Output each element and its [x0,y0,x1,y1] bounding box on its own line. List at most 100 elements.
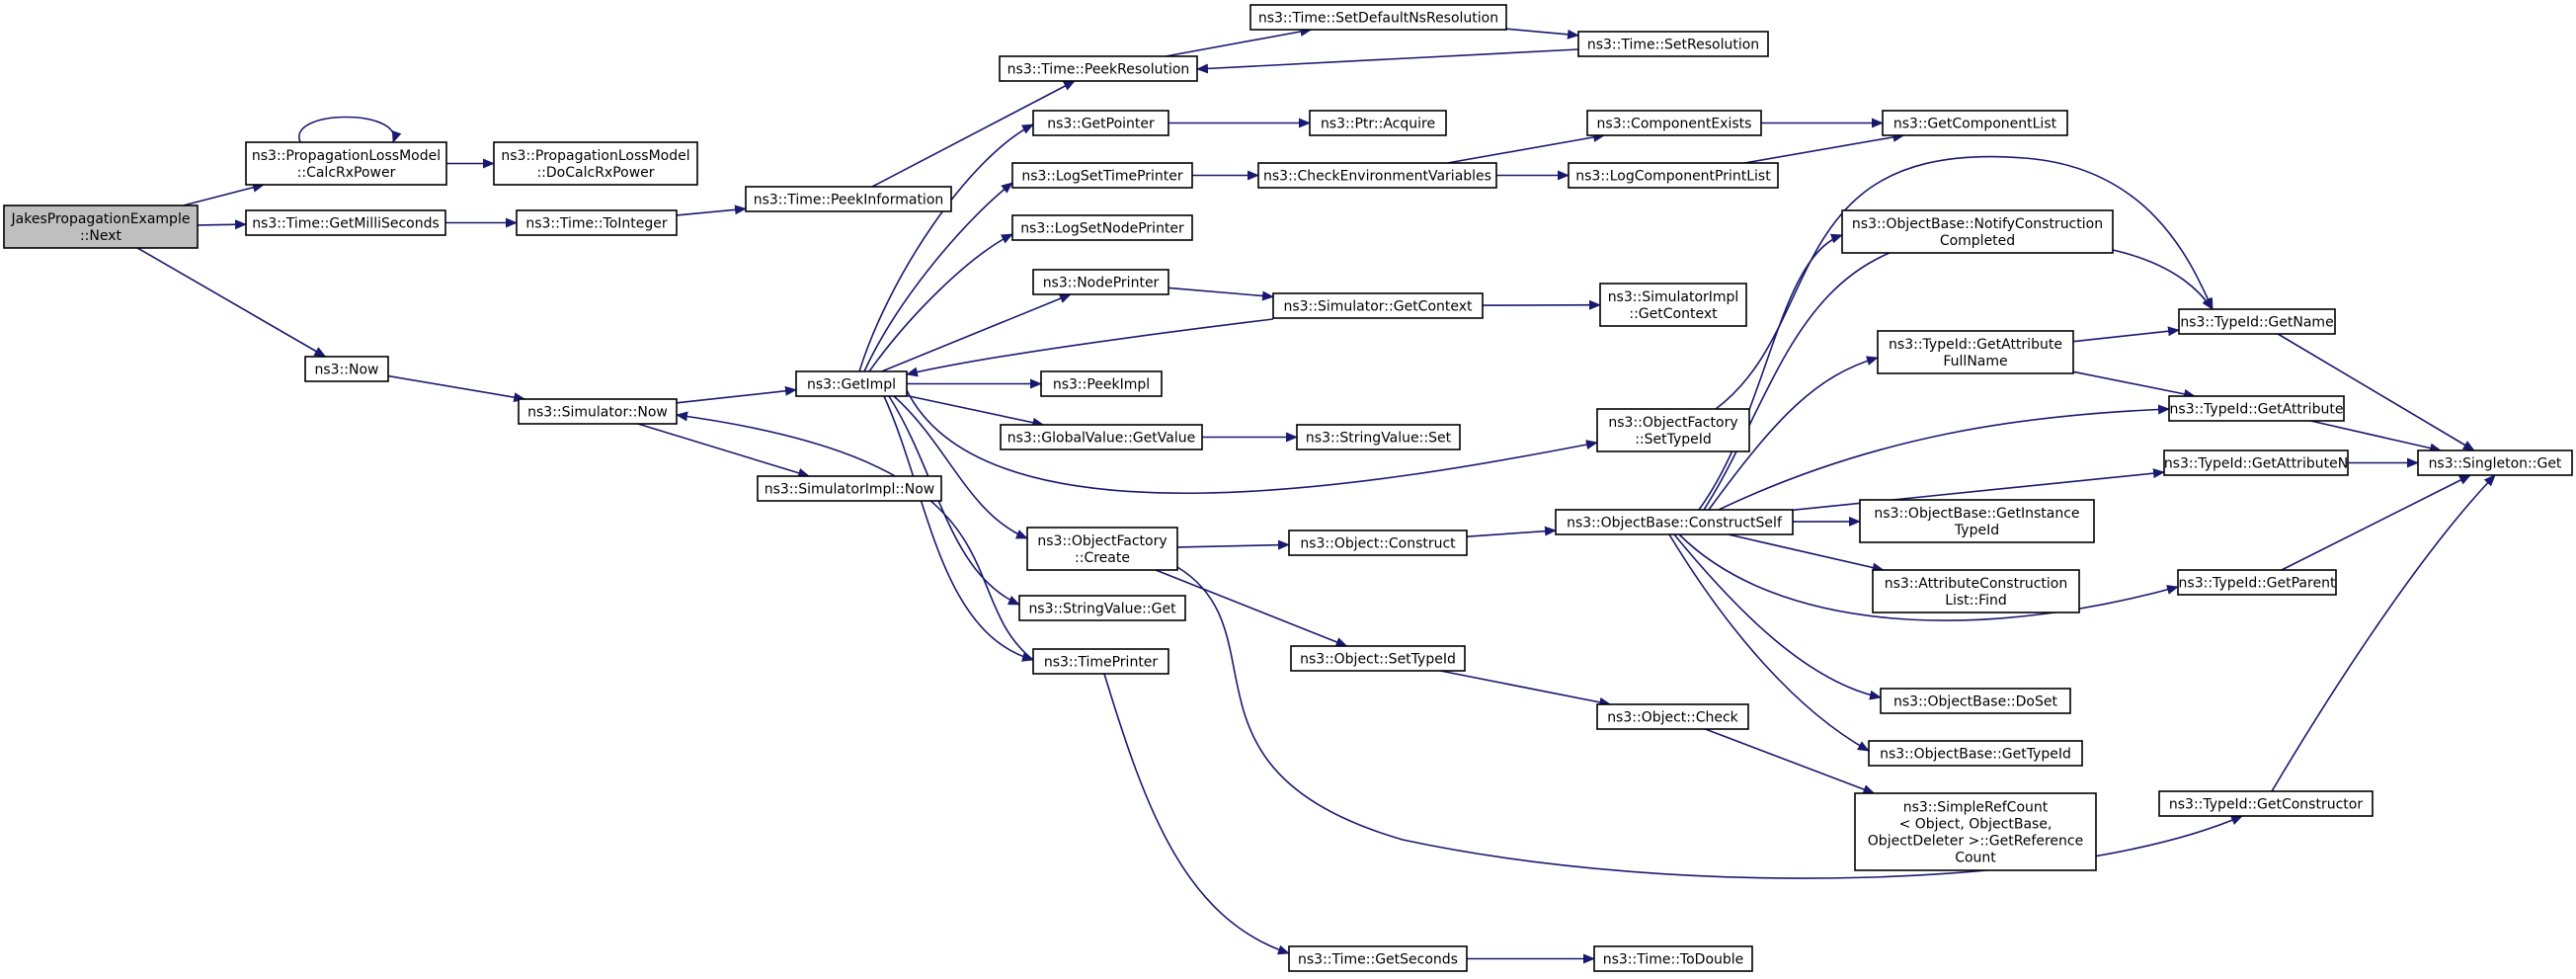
edge-n30-n47 [1668,533,1870,752]
graph-node-n11[interactable]: ns3::GetImpl [795,370,908,397]
edge-n30-n38 [1708,356,1879,511]
graph-node-n47[interactable]: ns3::ObjectBase::GetTypeId [1868,740,2083,767]
graph-node-n34[interactable]: ns3::Object::Check [1596,703,1749,730]
node-box [2158,790,2374,817]
graph-node-n9[interactable]: ns3::Now [304,356,389,382]
graph-node-n1[interactable]: ns3::PropagationLossModel::CalcRxPower [245,141,447,186]
node-label: ns3::Singleton::Get [2429,456,2562,472]
node-box [518,398,678,425]
graph-node-n7[interactable]: ns3::Time::SetDefaultNsResolution [1249,4,1507,31]
graph-node-n14[interactable]: ns3::LogSetTimePrinter [1011,162,1193,189]
graph-node-n33[interactable]: ns3::Object::SetTypeId [1290,645,1466,672]
graph-node-n37[interactable]: ns3::ObjectBase::NotifyConstructionCompl… [1841,209,2114,254]
node-box [1249,4,1507,31]
edge-n49-n42 [2271,474,2496,792]
graph-node-n24[interactable]: ns3::GlobalValue::GetValue [1000,424,1203,450]
node-label: ns3::TypeId::GetConstructor [2169,797,2363,813]
node-box [1032,110,1169,136]
graph-node-n27[interactable]: ns3::ObjectFactory::SetTypeId [1596,408,1750,452]
graph-node-n48[interactable]: ns3::SimpleRefCount< Object, ObjectBase,… [1854,792,2097,871]
graph-node-n19[interactable]: ns3::LogSetNodePrinter [1011,214,1193,241]
node-box [245,209,446,236]
node-label: JakesPropagationExample [11,211,191,227]
graph-node-n31[interactable]: ns3::StringValue::Get [1018,595,1186,621]
graph-node-n35[interactable]: ns3::Time::GetSeconds [1288,945,1468,972]
node-label: ns3::Time::PeekResolution [1007,62,1190,78]
node-label: ns3::Time::GetMilliSeconds [252,216,440,232]
graph-node-n17[interactable]: ns3::GetComponentList [1882,110,2068,136]
graph-node-n39[interactable]: ns3::TypeId::GetName [2178,308,2336,335]
graph-node-n46[interactable]: ns3::ObjectBase::DoSet [1880,688,2071,714]
node-label: ns3::NodePrinter [1043,276,1160,291]
node-label: ns3::ComponentExists [1597,117,1752,132]
graph-node-n29[interactable]: ns3::Object::Construct [1288,530,1468,556]
graph-node-n41[interactable]: ns3::TypeId::GetAttributeN [2163,449,2349,476]
edge-n32-n35 [1103,673,1290,955]
node-label: FullName [1943,354,2007,369]
graph-node-n20[interactable]: ns3::NodePrinter [1032,269,1169,295]
graph-node-n3[interactable]: ns3::Time::GetMilliSeconds [245,209,446,236]
graph-node-n12[interactable]: ns3::GetPointer [1032,110,1169,136]
graph-node-n8[interactable]: ns3::Time::SetResolution [1577,31,1769,57]
node-label: ns3::PeekImpl [1053,377,1150,393]
node-label: ns3::Time::SetDefaultNsResolution [1258,11,1498,27]
graph-node-n10[interactable]: ns3::Simulator::Now [518,398,678,425]
graph-node-n25[interactable]: ns3::StringValue::Set [1296,424,1461,450]
node-label: < Object, ObjectBase, [1899,817,2053,833]
graph-node-n5[interactable]: ns3::Time::PeekInformation [745,186,952,212]
edge-n7-n8 [1505,28,1579,40]
node-box [1290,645,1466,672]
node-box [1841,209,2114,254]
graph-node-n32[interactable]: ns3::TimePrinter [1032,648,1169,675]
node-box [2417,449,2573,476]
node-box [304,356,389,382]
graph-node-n40[interactable]: ns3::TypeId::GetAttribute [2168,395,2345,422]
node-label: ns3::ObjectBase::GetInstance [1874,506,2079,522]
node-label: ns3::LogSetTimePrinter [1021,169,1183,185]
graph-node-n21[interactable]: ns3::Simulator::GetContext [1272,292,1484,319]
node-label: ns3::ObjectFactory [1608,415,1737,431]
graph-node-n4[interactable]: ns3::Time::ToInteger [516,209,678,236]
graph-node-n2[interactable]: ns3::PropagationLossModel::DoCalcRxPower [493,141,698,186]
node-label: ns3::PropagationLossModel [252,148,441,164]
nodes-layer: JakesPropagationExample::Next ns3::Propag… [3,4,2573,972]
node-box [2177,569,2337,596]
graph-node-n18[interactable]: ns3::LogComponentPrintList [1568,162,1779,189]
graph-node-n15[interactable]: ns3::CheckEnvironmentVariables [1257,162,1497,189]
node-box [1040,370,1163,397]
edge-n18-n17 [1743,131,1905,164]
node-label: ns3::Simulator::Now [527,405,668,421]
graph-node-n6[interactable]: ns3::Time::PeekResolution [999,55,1198,82]
graph-node-n26[interactable]: ns3::SimulatorImpl::Now [757,475,942,502]
node-label: ns3::GlobalValue::GetValue [1007,431,1195,447]
node-label: ns3::StringValue::Set [1306,431,1452,447]
edge-n30-n44 [1728,533,1885,573]
graph-node-n28[interactable]: ns3::ObjectFactory::Create [1026,527,1178,571]
node-box [1555,509,1794,535]
edge-n11-n14 [863,182,1013,372]
edge-n11-n32 [883,395,1034,662]
node-box [1859,499,2095,543]
node-box [745,186,952,212]
graph-node-n0[interactable]: JakesPropagationExample::Next [3,204,199,249]
node-box [1586,110,1762,136]
graph-node-n23[interactable]: ns3::PeekImpl [1040,370,1163,397]
node-label: ns3::SimpleRefCount [1903,800,2049,816]
graph-node-n16[interactable]: ns3::ComponentExists [1586,110,1762,136]
graph-node-n36[interactable]: ns3::Time::ToDouble [1593,945,1753,972]
graph-node-n45[interactable]: ns3::TypeId::GetParent [2177,569,2337,596]
node-box [1309,110,1447,136]
graph-node-n49[interactable]: ns3::TypeId::GetConstructor [2158,790,2374,817]
node-label: ns3::ObjectBase::NotifyConstruction [1852,216,2103,232]
graph-node-n22[interactable]: ns3::SimulatorImpl::GetContext [1599,283,1747,327]
graph-node-n13[interactable]: ns3::Ptr::Acquire [1309,110,1447,136]
graph-node-n30[interactable]: ns3::ObjectBase::ConstructSelf [1555,509,1794,535]
graph-node-n42[interactable]: ns3::Singleton::Get [2417,449,2573,476]
node-box [795,370,908,397]
node-label: ns3::Object::Check [1607,710,1738,726]
node-box [493,141,698,186]
